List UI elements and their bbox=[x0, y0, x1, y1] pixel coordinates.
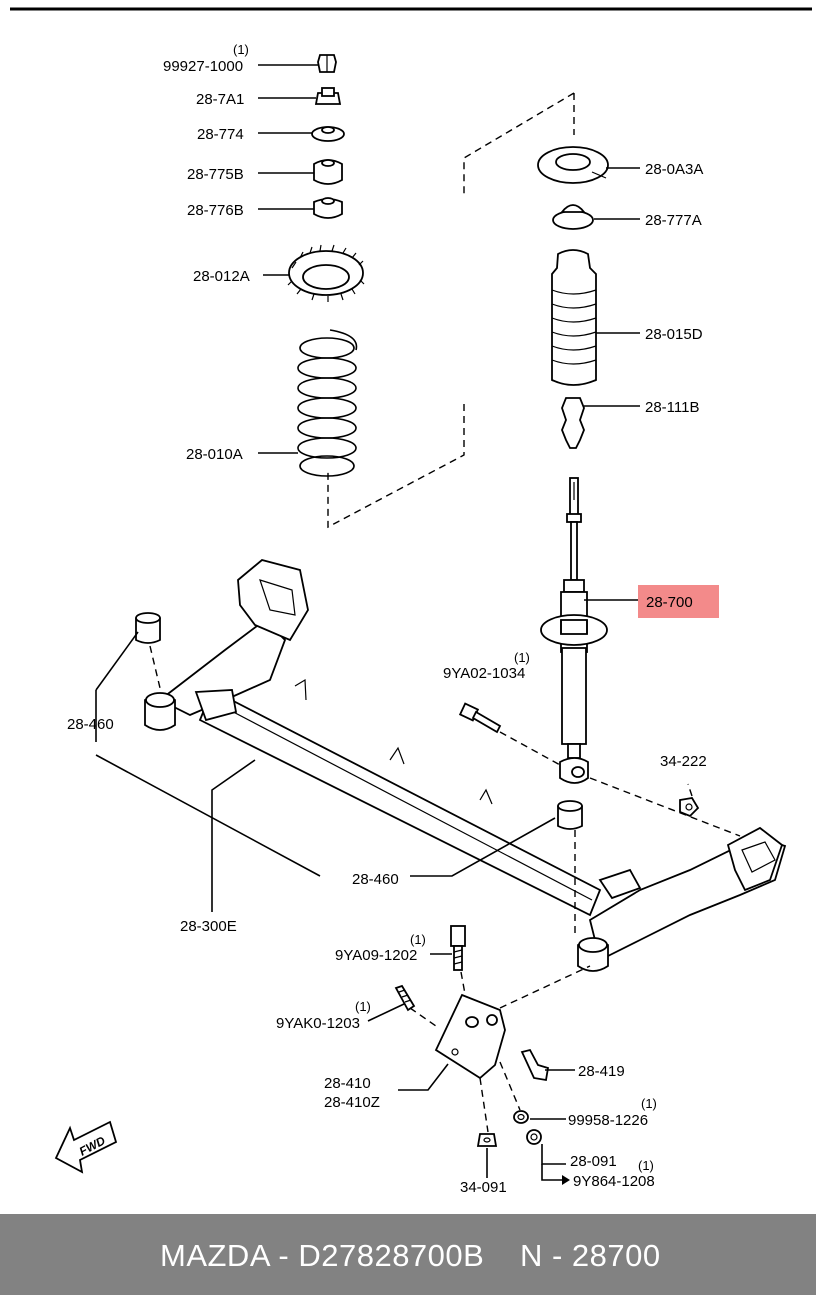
leaders-crossmember bbox=[95, 631, 556, 912]
part-nut-287a1[interactable] bbox=[314, 87, 342, 105]
label-34091[interactable]: 34-091 bbox=[460, 1179, 507, 1196]
part-bracket-28410[interactable] bbox=[434, 993, 506, 1080]
label-99958-qty: (1) bbox=[641, 1096, 657, 1111]
label-9ya02-qty: (1) bbox=[514, 650, 530, 665]
fwd-arrow-icon bbox=[54, 1120, 118, 1174]
assembly-outline bbox=[327, 92, 575, 529]
part-nut-34091[interactable] bbox=[476, 1133, 498, 1147]
part-shock-absorber-28700[interactable] bbox=[540, 477, 608, 784]
label-28460-center[interactable]: 28-460 bbox=[352, 871, 399, 888]
part-washer-99958[interactable] bbox=[513, 1110, 529, 1124]
label-9ya09[interactable]: 9YA09-1202 bbox=[335, 947, 417, 964]
part-bushing-28775b[interactable] bbox=[313, 159, 343, 185]
label-287a1[interactable]: 28-7A1 bbox=[196, 91, 244, 108]
label-28015d[interactable]: 28-015D bbox=[645, 326, 703, 343]
part-nut-99927[interactable] bbox=[317, 54, 337, 73]
alignment-lines bbox=[149, 645, 741, 1009]
label-9ya09-qty: (1) bbox=[410, 932, 426, 947]
part-bolt-9ya09[interactable] bbox=[450, 925, 466, 971]
part-crossmember-28300e[interactable] bbox=[144, 559, 787, 972]
part-spring-seat-28012a[interactable] bbox=[287, 244, 365, 302]
part-bushing-28776b[interactable] bbox=[313, 197, 343, 219]
part-nut-34222[interactable] bbox=[679, 797, 700, 818]
leaders-right bbox=[584, 167, 640, 601]
label-28460-left[interactable]: 28-460 bbox=[67, 716, 114, 733]
label-28010a[interactable]: 28-010A bbox=[186, 446, 243, 463]
footer-brand-code: MAZDA - D27828700B bbox=[160, 1238, 485, 1273]
label-28300e[interactable]: 28-300E bbox=[180, 918, 237, 935]
footer-ref: N - 28700 bbox=[520, 1238, 661, 1273]
label-28419[interactable]: 28-419 bbox=[578, 1063, 625, 1080]
part-stud-9yak0[interactable] bbox=[394, 984, 416, 1012]
label-9yak0[interactable]: 9YAK0-1203 bbox=[276, 1015, 360, 1032]
label-99927[interactable]: 99927-1000 bbox=[163, 58, 243, 75]
label-28700[interactable]: 28-700 bbox=[646, 594, 693, 611]
label-9ya02[interactable]: 9YA02-1034 bbox=[443, 665, 525, 682]
label-28410[interactable]: 28-410 bbox=[324, 1075, 371, 1092]
part-bolt-28419[interactable] bbox=[520, 1048, 550, 1082]
label-28410z[interactable]: 28-410Z bbox=[324, 1094, 380, 1111]
part-washer-28774[interactable] bbox=[311, 126, 345, 142]
label-9y864[interactable]: 9Y864-1208 bbox=[573, 1173, 655, 1190]
label-280a3a[interactable]: 28-0A3A bbox=[645, 161, 703, 178]
part-mount-28oa3a[interactable] bbox=[537, 146, 609, 184]
label-9yak0-qty: (1) bbox=[355, 999, 371, 1014]
label-9y864-qty: (1) bbox=[638, 1158, 654, 1173]
part-dust-boot-28015d[interactable] bbox=[551, 249, 597, 386]
part-bolt-28091[interactable] bbox=[526, 1129, 542, 1145]
label-28012a[interactable]: 28-012A bbox=[193, 268, 250, 285]
label-28776b[interactable]: 28-776B bbox=[187, 202, 244, 219]
label-99927-qty: (1) bbox=[233, 42, 249, 57]
label-99958[interactable]: 99958-1226 bbox=[568, 1112, 648, 1129]
label-28777a[interactable]: 28-777A bbox=[645, 212, 702, 229]
label-34222[interactable]: 34-222 bbox=[660, 753, 707, 770]
part-bushing-28460-left[interactable] bbox=[135, 612, 161, 644]
part-bolt-9ya02[interactable] bbox=[458, 702, 502, 734]
parts-diagram: (1) 99927-1000 28-7A1 28-774 28-775B 28-… bbox=[10, 7, 812, 1196]
label-28775b[interactable]: 28-775B bbox=[187, 166, 244, 183]
leaders-left bbox=[258, 64, 318, 454]
label-28111b[interactable]: 28-111B bbox=[645, 399, 700, 416]
highlight-28700[interactable] bbox=[638, 585, 719, 618]
part-bump-stop-28111b[interactable] bbox=[561, 397, 585, 449]
part-bushing-28460-center[interactable] bbox=[557, 800, 583, 830]
part-bump-cap-28777a[interactable] bbox=[552, 204, 594, 230]
leaders-lower bbox=[367, 953, 575, 1185]
label-28774[interactable]: 28-774 bbox=[197, 126, 244, 143]
footer-bar: MAZDA - D27828700B N - 28700 bbox=[0, 1214, 816, 1295]
label-28091[interactable]: 28-091 bbox=[570, 1153, 617, 1170]
alignment-lines-lower bbox=[409, 971, 521, 1133]
part-coil-spring-28010a[interactable] bbox=[297, 329, 358, 477]
